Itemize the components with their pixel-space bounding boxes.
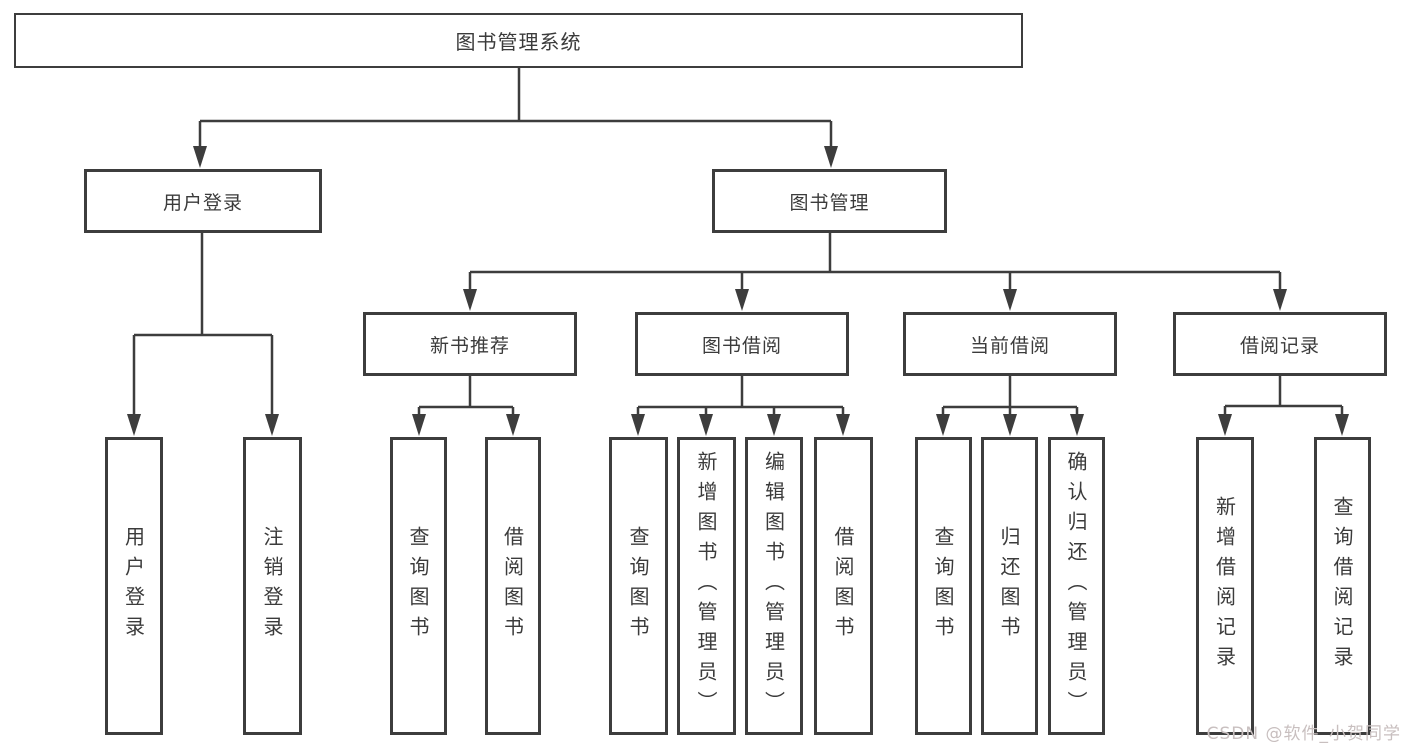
leaf-user-login: 用户登录: [105, 437, 163, 735]
leaf-return-books: 归还图书: [981, 437, 1038, 735]
watermark: CSDN @软件_小贺同学: [1206, 724, 1401, 744]
leaf-query-books-current: 查询图书: [915, 437, 972, 735]
node-book-management: 图书管理: [712, 169, 947, 233]
node-root: 图书管理系统: [14, 13, 1023, 68]
node-new-book-recommend: 新书推荐: [363, 312, 577, 376]
leaf-query-books-borrowing: 查询图书: [609, 437, 668, 735]
leaf-add-book-admin: 新增图书（管理员）: [677, 437, 736, 735]
arrowhead-icons: [127, 146, 1349, 436]
leaf-logout: 注销登录: [243, 437, 302, 735]
node-current-borrowing: 当前借阅: [903, 312, 1117, 376]
leaf-edit-book-admin: 编辑图书（管理员）: [745, 437, 803, 735]
leaf-query-borrow-record: 查询借阅记录: [1314, 437, 1371, 735]
leaf-borrow-books-recommend: 借阅图书: [485, 437, 541, 735]
leaf-confirm-return-admin: 确认归还（管理员）: [1048, 437, 1105, 735]
node-borrowing-records: 借阅记录: [1173, 312, 1387, 376]
node-user-login: 用户登录: [84, 169, 322, 233]
leaf-query-books-recommend: 查询图书: [390, 437, 447, 735]
leaf-borrow-books-borrowing: 借阅图书: [814, 437, 873, 735]
node-book-borrowing: 图书借阅: [635, 312, 849, 376]
leaf-add-borrow-record: 新增借阅记录: [1196, 437, 1254, 735]
